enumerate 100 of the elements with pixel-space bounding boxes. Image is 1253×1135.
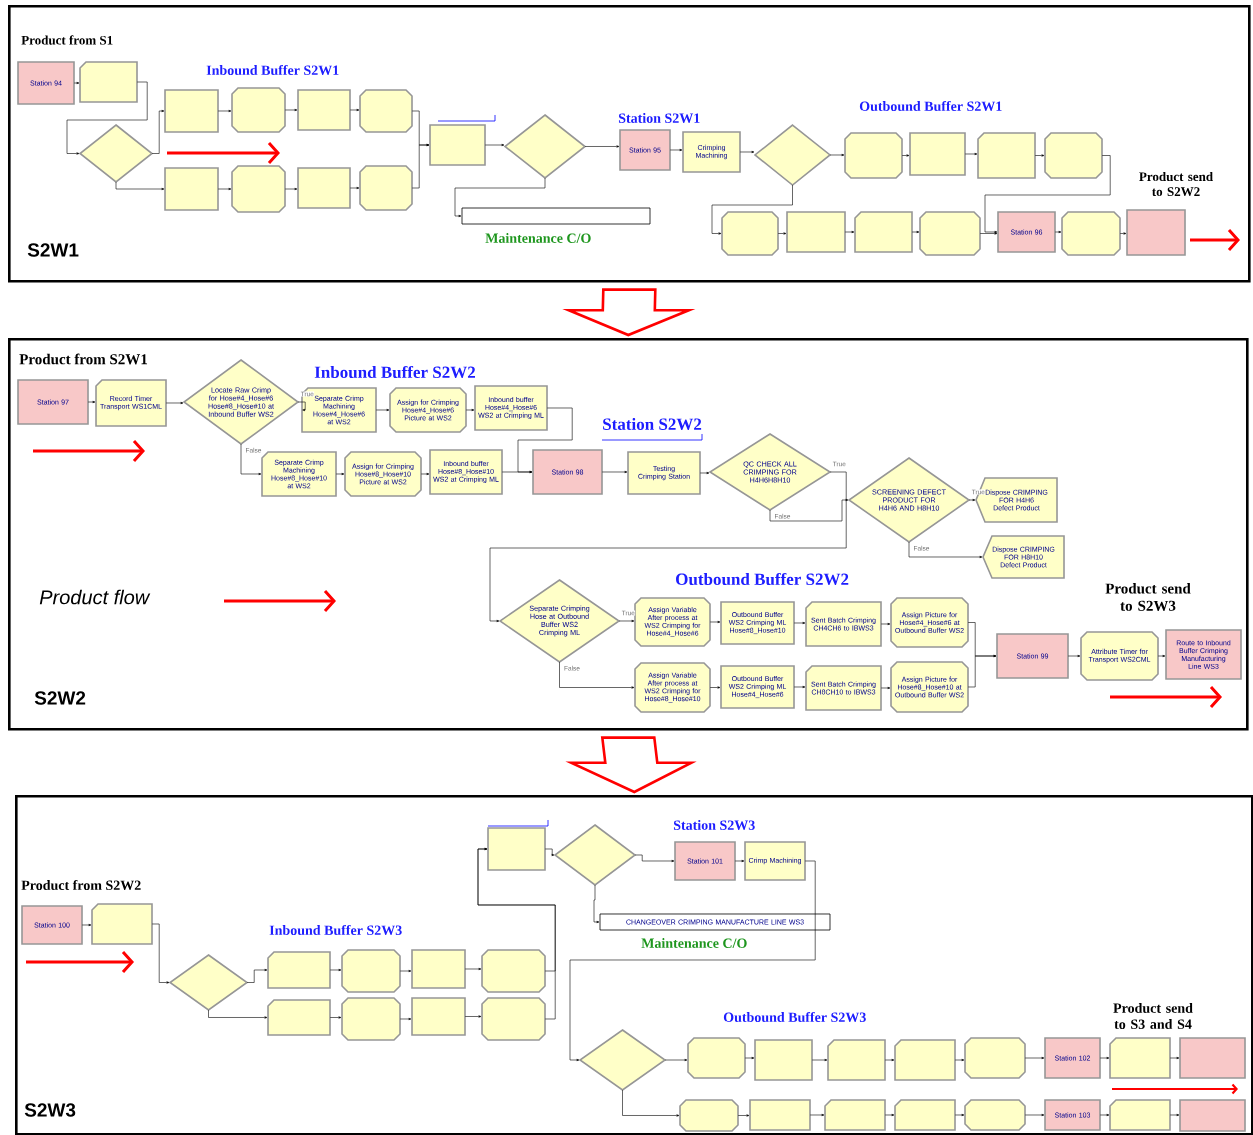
connector: [1099, 1113, 1110, 1117]
connector: [464, 967, 482, 971]
connector: [734, 859, 745, 863]
connector: [829, 153, 845, 157]
connector: [1119, 232, 1127, 235]
connector: [737, 1114, 750, 1117]
connector: [399, 969, 412, 973]
connector: [793, 621, 806, 625]
connector: [954, 1058, 965, 1062]
section-heading: Product from S1: [21, 35, 113, 45]
process-box: [487, 827, 546, 871]
connector: [967, 654, 997, 688]
connector: [489, 471, 847, 623]
section-heading: Product send to S2W2: [1139, 171, 1213, 197]
section-heading: Maintenance C/O: [485, 233, 591, 243]
connector: [908, 541, 983, 559]
record-box: [1109, 1099, 1171, 1131]
connector: [501, 470, 533, 474]
section-heading: Product from S2W2: [21, 879, 141, 891]
connector: [709, 686, 721, 689]
connector: [884, 1058, 895, 1062]
process-box: [749, 1099, 811, 1131]
connector: [240, 443, 262, 476]
assign-box: [964, 1037, 1026, 1079]
connector: [634, 854, 675, 863]
block-arrow: [565, 736, 697, 794]
assign-box: [341, 997, 401, 1041]
connector: [544, 848, 555, 857]
flow-label: Product flow: [39, 589, 151, 605]
record-box: [854, 211, 913, 253]
section-heading: Product send to S3 and S4: [1113, 1003, 1193, 1029]
connector: [880, 686, 891, 690]
connector: [954, 1113, 965, 1117]
connector: [420, 472, 430, 476]
station-box: [1179, 1099, 1246, 1132]
section-heading: Maintenance C/O: [641, 938, 747, 948]
assign-box: [481, 949, 546, 993]
process-box: [164, 167, 219, 211]
connector: [618, 619, 635, 623]
connector: [739, 150, 755, 154]
panel-label: S2W2: [34, 691, 86, 705]
connector: [984, 155, 1111, 234]
connector: [744, 1056, 755, 1060]
station-box: [1179, 1037, 1246, 1079]
record-box: [824, 1099, 886, 1131]
connector: [911, 230, 920, 234]
connector: [66, 81, 148, 155]
assign-box: [231, 87, 286, 133]
connector: [1024, 1113, 1045, 1117]
process-box: [909, 132, 966, 176]
connector: [844, 230, 855, 234]
connector: [1169, 1113, 1180, 1117]
connector: [335, 472, 345, 476]
connector: [151, 109, 165, 154]
station-box: [1126, 209, 1186, 256]
process-box: [786, 211, 846, 253]
connector: [669, 148, 683, 152]
section-heading: Outbound Buffer S2W1: [859, 100, 1002, 112]
connector: [777, 232, 787, 235]
connector: [115, 181, 165, 191]
section-heading: Inbound Buffer S2W2: [314, 365, 475, 379]
connector: [284, 108, 298, 112]
connector: [375, 408, 390, 412]
connector: [329, 1016, 342, 1019]
connector: [584, 145, 620, 148]
connector: [1034, 154, 1045, 157]
assign-box: [1061, 211, 1121, 256]
connector: [217, 187, 232, 191]
record-box: [1109, 1037, 1171, 1079]
record-box: [977, 132, 1036, 179]
connector: [411, 143, 430, 189]
connector: [964, 152, 978, 156]
connector: [1099, 1056, 1110, 1060]
section-heading: Product send to S2W3: [1105, 583, 1191, 611]
connector: [464, 1015, 482, 1018]
connector: [811, 1058, 828, 1062]
assign-box: [919, 211, 981, 256]
connector: [880, 622, 891, 626]
connector: [81, 923, 92, 927]
connector: [809, 1113, 825, 1117]
section-heading: Station S2W3: [673, 820, 755, 830]
section-heading: Station S2W2: [603, 417, 702, 430]
record-box: [79, 61, 138, 103]
assign-box: [687, 1037, 746, 1079]
assign-box: [481, 997, 546, 1041]
process-box: [164, 89, 219, 133]
connector: [151, 923, 170, 984]
connector: [769, 498, 849, 522]
section-heading: Outbound Buffer S2W2: [676, 572, 849, 586]
process-box: [429, 124, 486, 166]
process-box: [411, 949, 466, 989]
connector: [284, 187, 298, 191]
assign-box: [231, 165, 286, 213]
changeover-bar: [461, 207, 651, 225]
connector: [622, 1089, 680, 1117]
connector: [165, 401, 184, 405]
connector: [329, 968, 342, 972]
connector: [793, 685, 806, 689]
assign-box: [359, 165, 413, 211]
process-box: [411, 997, 466, 1036]
